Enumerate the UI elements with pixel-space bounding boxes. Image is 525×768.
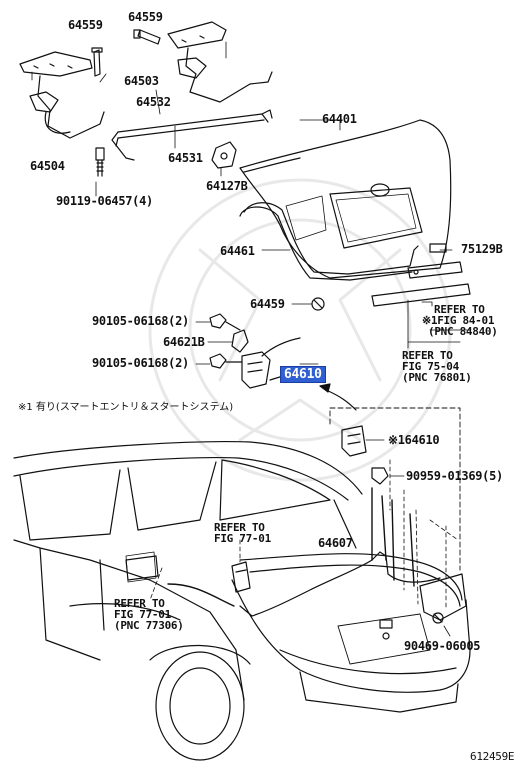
- label-90469: 90469-06005: [404, 639, 481, 653]
- ref-84-01-line1: REFER TO: [434, 303, 485, 316]
- ref-75-04-line3: (PNC 76801): [402, 371, 472, 384]
- label-64461: 64461: [220, 244, 255, 258]
- ref-77-01-lower-line1: REFER TO: [114, 597, 165, 610]
- lock-64610-option: [341, 425, 385, 457]
- bolt-64559-right: [133, 29, 161, 45]
- garnish-strips: [371, 261, 471, 307]
- harness: [371, 487, 415, 587]
- label-64559-left: 64559: [68, 18, 103, 32]
- label-64504: 64504: [30, 159, 65, 173]
- ref-77-01-upper: REFER TO FIG 77-01: [214, 522, 271, 544]
- label-64127B: 64127B: [206, 179, 248, 193]
- label-64531: 64531: [168, 151, 203, 165]
- release-cable-64607: [167, 551, 441, 617]
- ref-84-01-line3: (PNC 84840): [428, 325, 498, 338]
- ref-75-04-line1: REFER TO: [402, 349, 453, 362]
- figure-id: 612459E: [470, 750, 515, 763]
- ref-77-01-lower: REFER TO FIG 77-01 (PNC 77306): [114, 598, 184, 631]
- bolt-90119: [95, 147, 105, 177]
- label-64559-right: 64559: [128, 10, 163, 24]
- trunk-lid-64401: [239, 119, 452, 279]
- label-64401: 64401: [322, 112, 357, 126]
- moulding-64461: [239, 202, 419, 281]
- label-64621B: 64621B: [163, 335, 205, 349]
- ref-77-01-upper-line1: REFER TO: [214, 521, 265, 534]
- footnote-smart-entry: ※1 有り(スマートエントリ＆スタートシステム): [18, 402, 234, 413]
- label-64503: 64503: [124, 74, 159, 88]
- label-64532: 64532: [136, 95, 171, 109]
- label-90105-bottom: 90105-06168(2): [92, 356, 189, 370]
- label-64459: 64459: [250, 297, 285, 311]
- label-64607: 64607: [318, 536, 353, 550]
- bolt-64559-left: [91, 47, 103, 77]
- hinge-left-64504: [19, 51, 105, 139]
- label-64610-option: ※164610: [388, 433, 440, 447]
- callout-arrow: [319, 383, 357, 411]
- torsion-bar-64532: [111, 109, 273, 161]
- car-body: [13, 441, 471, 761]
- ref-77-01-lower-line2: FIG 77-01: [114, 608, 171, 621]
- ref-75-04-line2: FIG 75-04: [402, 360, 459, 373]
- screw-90959: [371, 467, 405, 485]
- ref-77-01-lower-line3: (PNC 77306): [114, 619, 184, 632]
- label-75129B: 75129B: [461, 242, 503, 256]
- handle-switch: [125, 551, 157, 583]
- screw-90469: [432, 612, 451, 637]
- leader-lines: [31, 41, 471, 365]
- label-90119: 90119-06457(4): [56, 194, 153, 208]
- opener-bracket: [231, 561, 251, 593]
- label-64610-highlighted[interactable]: 64610: [280, 366, 326, 383]
- inset-box: [329, 407, 461, 571]
- ref-75-04: REFER TO FIG 75-04 (PNC 76801): [402, 350, 472, 383]
- label-90959: 90959-01369(5): [406, 469, 503, 483]
- hinge-right-64503: [167, 21, 273, 103]
- ref-84-01-line2: ※1FIG 84-01: [422, 314, 495, 327]
- stopper-64459: [311, 297, 325, 311]
- label-90105-top: 90105-06168(2): [92, 314, 189, 328]
- bracket-64127B: [211, 141, 237, 169]
- clip-75129B: [429, 243, 447, 253]
- ref-77-01-upper-line2: FIG 77-01: [214, 532, 271, 545]
- ref-84-01: REFER TO ※1FIG 84-01 (PNC 84840): [422, 304, 498, 337]
- dashed-leaders: [149, 459, 459, 611]
